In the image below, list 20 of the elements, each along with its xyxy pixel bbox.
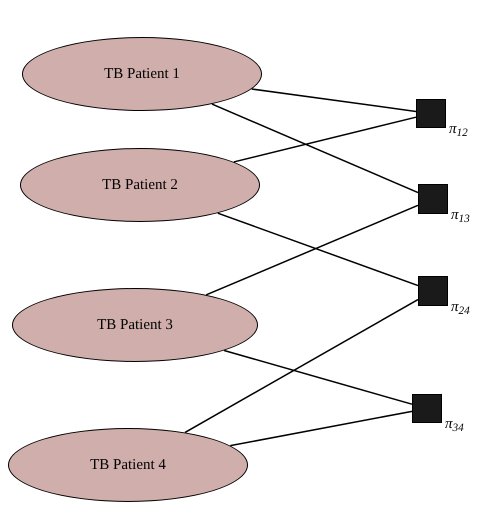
connector-line	[234, 116, 416, 163]
factor-label: π$_{13}$	[451, 208, 470, 223]
node-label: TB Patient 1	[104, 64, 180, 84]
connector-line	[206, 204, 418, 296]
factor-label: π$_{34}$	[445, 417, 464, 432]
connector-line	[252, 88, 416, 112]
factor-square	[412, 394, 442, 423]
factor-square	[418, 184, 448, 214]
node-label: TB Patient 2	[102, 176, 178, 195]
node-label: TB Patient 3	[97, 316, 173, 335]
factor-square	[418, 276, 448, 306]
connector-line	[184, 298, 418, 434]
factor-label: π$_{12}$	[449, 122, 468, 137]
factor-label: π$_{24}$	[451, 300, 470, 315]
factor-square	[416, 99, 446, 128]
connector-line	[212, 103, 418, 194]
node-label: TB Patient 4	[90, 456, 166, 475]
connector-line	[230, 410, 412, 446]
connector-line	[224, 350, 412, 405]
connector-line	[218, 212, 418, 286]
